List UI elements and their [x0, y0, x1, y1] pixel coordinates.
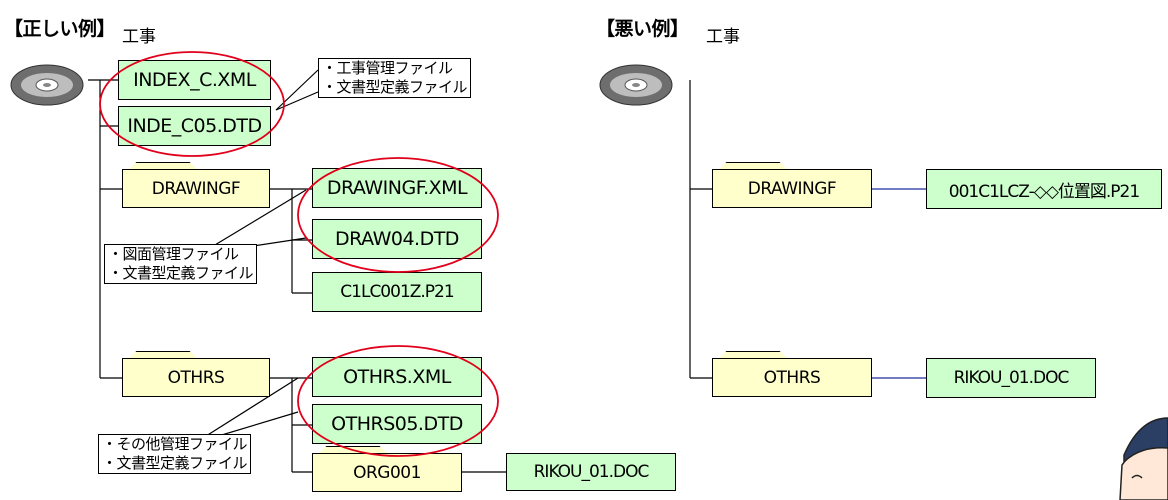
good-root-label: 工事: [122, 27, 156, 47]
cd-disc-icon: [10, 64, 84, 106]
highlight-ellipse: [99, 51, 285, 157]
folder-drawingf[interactable]: DRAWINGF: [122, 162, 270, 208]
drawing-file-note: ・図面管理ファイル ・文書型定義ファイル: [104, 244, 258, 284]
cd-disc-icon: [599, 64, 673, 106]
bad-root-label: 工事: [706, 27, 740, 47]
mascot-character: [1119, 417, 1168, 500]
folder-org001[interactable]: ORG001: [312, 446, 462, 492]
bad-file-drawing-p21[interactable]: 001C1LCZ-◇◇位置図.P21: [926, 169, 1162, 209]
file-rikou-doc[interactable]: RIKOU_01.DOC: [506, 453, 676, 491]
file-index-xml[interactable]: INDEX_C.XML: [118, 60, 271, 100]
others-file-note: ・その他管理ファイル ・文書型定義ファイル: [98, 434, 252, 474]
file-draw04-dtd[interactable]: DRAW04.DTD: [312, 219, 482, 259]
good-example-header: 【正しい例】: [4, 18, 116, 40]
file-c1lc001z-p21[interactable]: C1LC001Z.P21: [312, 272, 482, 312]
bad-folder-drawingf[interactable]: DRAWINGF: [712, 162, 872, 208]
bad-example-header: 【悪い例】: [596, 18, 689, 40]
bad-file-rikou-doc[interactable]: RIKOU_01.DOC: [926, 358, 1096, 398]
file-index-dtd[interactable]: INDE_C05.DTD: [118, 106, 271, 146]
file-othrs05-dtd[interactable]: OTHRS05.DTD: [312, 404, 482, 444]
highlight-ellipse: [297, 345, 499, 457]
file-othrs-xml[interactable]: OTHRS.XML: [312, 357, 482, 397]
bad-folder-othrs[interactable]: OTHRS: [712, 351, 872, 397]
root-file-note: ・工事管理ファイル ・文書型定義ファイル: [318, 58, 472, 98]
file-drawingf-xml[interactable]: DRAWINGF.XML: [312, 168, 482, 208]
folder-othrs[interactable]: OTHRS: [122, 351, 270, 397]
highlight-ellipse: [297, 157, 499, 273]
